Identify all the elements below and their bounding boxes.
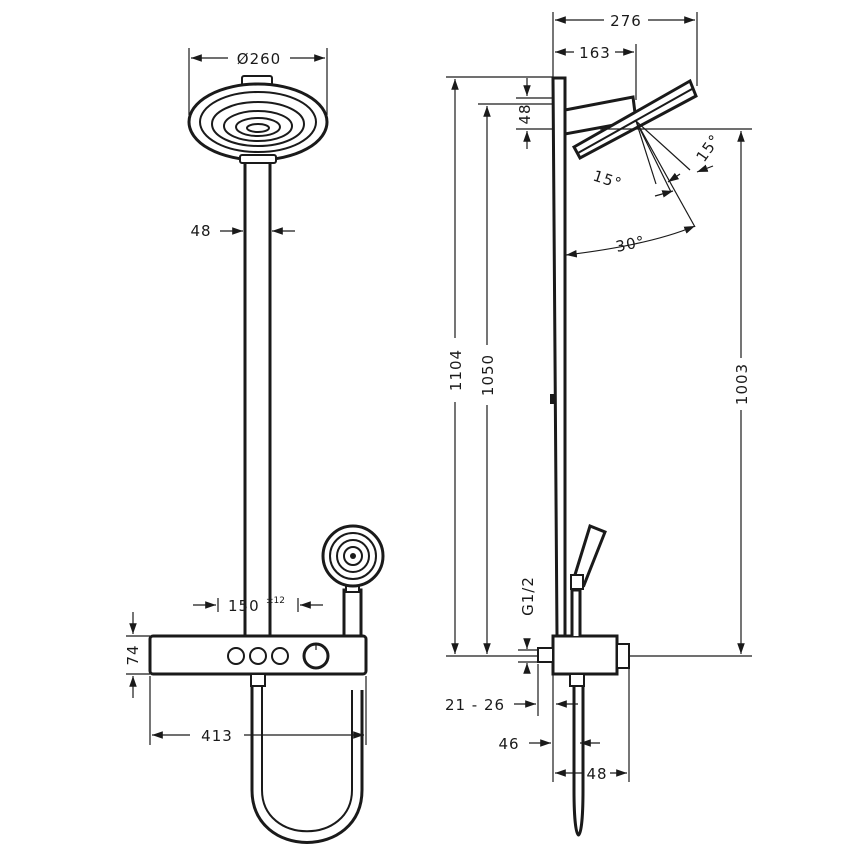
dim-total-projection: 276 — [552, 12, 698, 86]
side-hose — [572, 686, 585, 837]
spacing-label: 150 — [228, 597, 260, 615]
hand-offset-label: 46 — [498, 735, 519, 753]
overhead-shower-head — [187, 75, 329, 164]
total-height-label: 1104 — [447, 349, 465, 391]
thermostat-body — [148, 634, 368, 687]
dim-spacing: 150 ±12 — [193, 596, 323, 615]
hand-shower — [321, 524, 385, 638]
dim-thread: G1/2 — [518, 576, 538, 674]
head-diameter-label: Ø260 — [237, 50, 281, 68]
body-depth-label: 48 — [586, 765, 607, 783]
dim-wall-gap: 21 - 26 — [445, 664, 578, 716]
tilt-a-label: 15° — [591, 167, 625, 193]
spacing-tolerance-label: ±12 — [266, 596, 285, 606]
dim-hand-offset: 46 — [498, 674, 600, 782]
vertical-riser-pipe — [243, 162, 272, 636]
head-offset-label: 48 — [516, 103, 534, 124]
dim-head-offset: 48 — [516, 78, 553, 149]
side-hand-shower — [570, 524, 607, 636]
thread-label: G1/2 — [519, 576, 537, 616]
arm-projection-label: 163 — [579, 44, 611, 62]
pipe-diameter-label: 48 — [190, 222, 211, 240]
side-thermostat-body — [537, 634, 630, 687]
thermostat-height-label: 74 — [124, 644, 142, 665]
dim-head-diameter: Ø260 — [188, 48, 328, 115]
dim-thermostat-height: 74 — [124, 612, 150, 698]
side-riser-rail — [550, 76, 567, 638]
column-height-label: 1050 — [479, 354, 497, 396]
side-view: 276 163 48 1104 — [445, 12, 752, 837]
shower-hose — [250, 686, 364, 844]
total-projection-label: 276 — [610, 12, 642, 30]
dim-pipe-diameter: 48 — [190, 222, 295, 240]
dim-arm-projection: 163 — [555, 44, 637, 100]
front-view: Ø260 48 150 ±12 74 — [124, 48, 385, 844]
side-shower-head — [571, 78, 698, 161]
thermostat-width-label: 413 — [201, 727, 233, 745]
dim-thermostat-width: 413 — [149, 676, 367, 745]
dim-column-height: 1050 — [478, 103, 553, 654]
dim-head-height: 1003 — [600, 128, 752, 657]
dim-body-depth: 48 — [555, 668, 630, 783]
dim-total-height: 1104 — [446, 76, 553, 657]
head-height-label: 1003 — [733, 363, 751, 405]
tilt-total-label: 30° — [614, 232, 647, 256]
tilt-b-label: 15° — [693, 131, 725, 166]
wall-gap-label: 21 - 26 — [445, 696, 505, 714]
